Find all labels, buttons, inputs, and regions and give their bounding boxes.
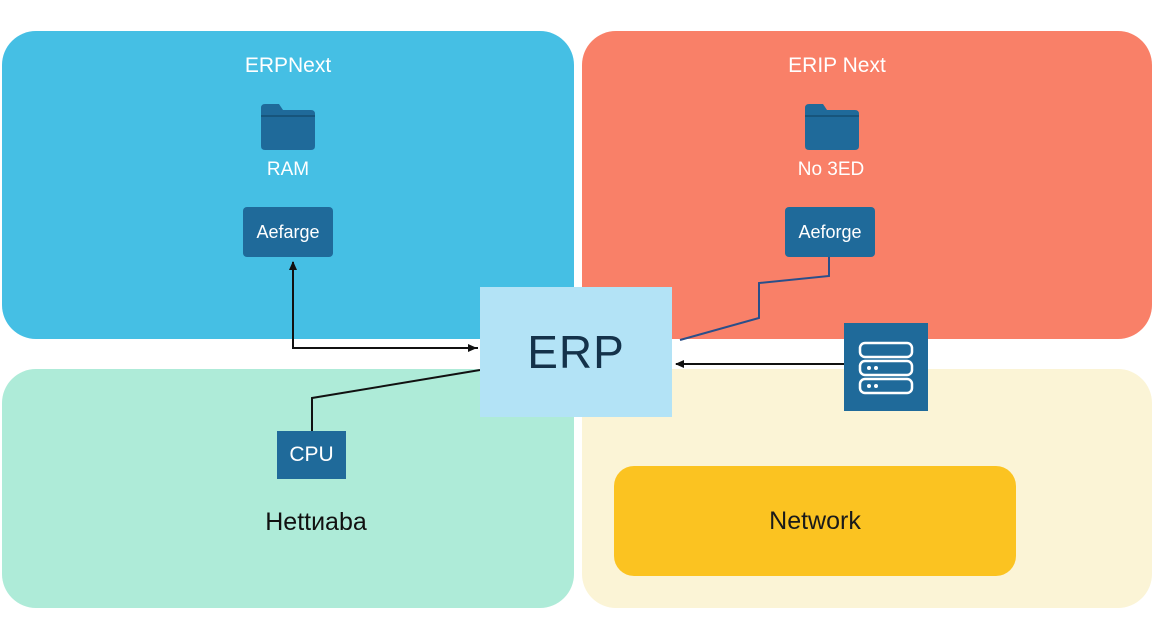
- quadrant-top-right: [582, 31, 1152, 339]
- bottom-left-caption: Hettиaba: [265, 508, 367, 536]
- quadrant-top-left: [2, 31, 574, 339]
- top-right-title: ERIP Next: [788, 54, 886, 77]
- network-box[interactable]: Network: [614, 466, 1016, 576]
- top-right-folder-label: No 3ED: [797, 159, 865, 180]
- erp-center-box[interactable]: ERP: [480, 287, 672, 417]
- top-left-node[interactable]: Aefarge: [243, 207, 333, 257]
- cpu-node[interactable]: CPU: [277, 431, 346, 479]
- top-right-node[interactable]: Aeforge: [785, 207, 875, 257]
- folder-icon: [261, 104, 315, 150]
- top-left-folder-label: RAM: [266, 159, 310, 180]
- server-icon: [858, 341, 914, 395]
- folder-icon: [805, 104, 859, 150]
- server-node[interactable]: [844, 323, 928, 411]
- top-left-title: ERPNext: [244, 54, 332, 77]
